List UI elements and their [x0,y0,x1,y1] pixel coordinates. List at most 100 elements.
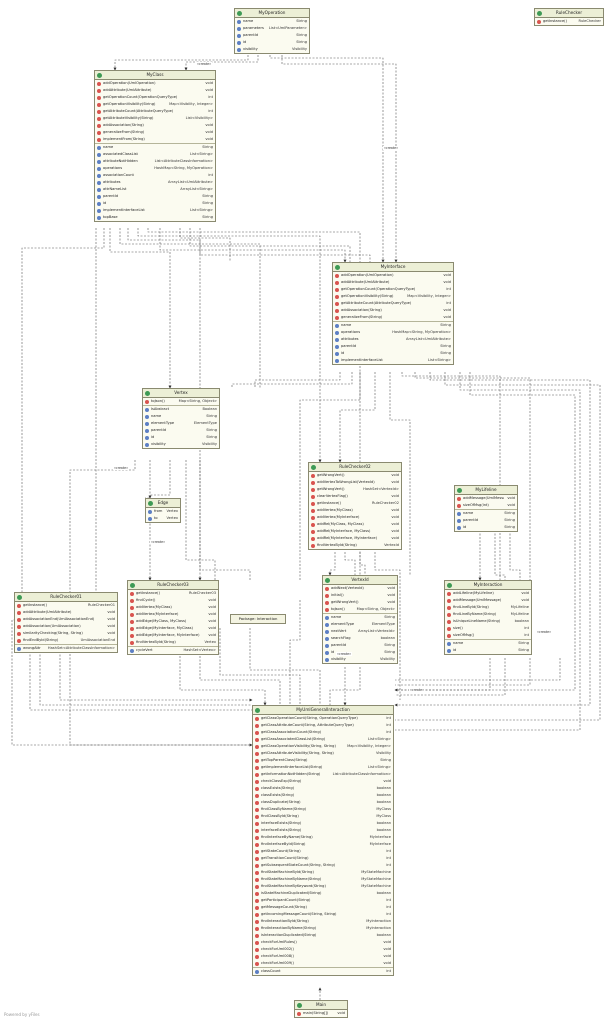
class-myinteraction[interactable]: MyInteraction addLifeline(MyLifeline)voi… [444,580,532,655]
method-row[interactable]: checkForUml009()void [253,960,393,967]
class-main[interactable]: Main main(String[])void [294,1000,348,1018]
method-row[interactable]: findStateMachineById(String)MyStateMachi… [253,869,393,876]
method-row[interactable]: generalizeFrom(String)void [95,129,215,136]
method-row[interactable]: getClassOperationVisibility(String, Stri… [253,743,393,750]
method-row[interactable]: checkForUml002()void [253,946,393,953]
method-row[interactable]: getInstance()RuleChecker [535,18,603,25]
method-row[interactable]: sizeOfMsg()int [445,632,531,639]
method-row[interactable]: findVertexById(String)Vertex [128,639,218,646]
method-row[interactable]: addVertex(MyClass)void [309,507,401,514]
method-row[interactable]: checkClassExp(String)void [253,778,393,785]
class-vertex[interactable]: Vertex toJson()Map<String, Object>IsAbst… [142,388,220,449]
method-row[interactable]: getInformationNotHidden(String)List<Attr… [253,771,393,778]
method-row[interactable]: addAssociation(String)void [333,307,453,314]
method-row[interactable]: getOperationCount(OperationQueryType)int [95,94,215,101]
method-row[interactable]: getClassAssociationCount(String)int [253,729,393,736]
method-row[interactable]: getTransitionCount(String)int [253,855,393,862]
method-row[interactable]: clearVertexFlag()void [309,493,401,500]
class-mylifeline[interactable]: MyLifeline addMessage(UmlMessage)voidsiz… [454,485,518,532]
method-row[interactable]: getInstance()RuleChecker02 [309,500,401,507]
method-row[interactable]: addVertexToWrongList(VertexId)void [309,479,401,486]
method-row[interactable]: addVertex(MyInterface)void [309,514,401,521]
method-row[interactable]: findInterfaceById(String)MyInterface [253,841,393,848]
method-row[interactable]: findClassById(String)MyClass [253,813,393,820]
method-row[interactable]: getWrongVert()void [323,599,397,606]
method-row[interactable]: addMessage(UmlMessage)void [445,597,531,604]
method-row[interactable]: addAssociationEnd(UmlAssociationEnd)void [15,616,117,623]
method-row[interactable]: implementFrom(String)void [95,136,215,143]
method-row[interactable]: getAttributeCount(AttributeQueryType)int [95,108,215,115]
method-row[interactable]: addAssociation(UmlAssociation)void [15,623,117,630]
method-row[interactable]: addVertex(MyInterface)void [128,611,218,618]
method-row[interactable]: toJson()Map<String, Object> [143,398,219,405]
method-row[interactable]: addLifeline(MyLifeline)void [445,590,531,597]
method-row[interactable]: classDuplicate(String)boolean [253,799,393,806]
class-rulechecker01[interactable]: RuleChecker01 getInstance()RuleChecker01… [14,592,118,653]
method-row[interactable]: getInstance()RuleChecker01 [15,602,117,609]
method-row[interactable]: addRel(MyInterface, MyClass)void [309,528,401,535]
class-mygeneralinteraction[interactable]: MyUmlGeneralInteraction getClassOperatio… [252,705,394,976]
method-row[interactable]: getIncomingMessageCount(String, String)i… [253,911,393,918]
class-rulechecker03[interactable]: RuleChecker03 getInstance()RuleChecker03… [127,580,219,655]
method-row[interactable]: getStateCount(String)int [253,848,393,855]
method-row[interactable]: interfaceExists(String)boolean [253,827,393,834]
method-row[interactable]: getAttributeVisibility(String)List<Visib… [95,115,215,122]
method-row[interactable]: addAttribute(UmlAttribute)void [15,609,117,616]
method-row[interactable]: addOperation(UmlOperation)void [333,272,453,279]
class-myinterface[interactable]: MyInterface addOperation(UmlOperation)vo… [332,262,454,365]
method-row[interactable]: classExists(String)boolean [253,792,393,799]
method-row[interactable]: addNext(VertexId)void [323,585,397,592]
method-row[interactable]: getMessageCount(String)int [253,904,393,911]
method-row[interactable]: findClassByName(String)MyClass [253,806,393,813]
method-row[interactable]: addAttribute(UmlAttribute)void [95,87,215,94]
method-row[interactable]: classExists(String)boolean [253,785,393,792]
method-row[interactable]: toJson()Map<String, Object> [323,606,397,613]
method-row[interactable]: addOperation(UmlOperation)void [95,80,215,87]
method-row[interactable]: isUniqueLineName(String)boolean [445,618,531,625]
method-row[interactable]: addEdge(MyClass, MyClass)void [128,618,218,625]
method-row[interactable]: getClassAssociatedClassList(String)List<… [253,736,393,743]
method-row[interactable]: findStateMachineByKeyword(String)MyState… [253,883,393,890]
method-row[interactable]: getWrongVert()void [309,472,401,479]
method-row[interactable]: size()int [445,625,531,632]
method-row[interactable]: getClassOperationCount(String, Operation… [253,715,393,722]
method-row[interactable]: findInteractionById(String)MyInteraction [253,918,393,925]
method-row[interactable]: checkForUmlRules()void [253,939,393,946]
method-row[interactable]: addVertex(MyClass)void [128,604,218,611]
method-row[interactable]: addRel(MyClass, MyClass)void [309,521,401,528]
method-row[interactable]: interfaceExists(String)boolean [253,820,393,827]
method-row[interactable]: main(String[])void [295,1010,347,1017]
method-row[interactable]: isInteractionDuplicated(String)boolean [253,932,393,939]
method-row[interactable]: getAttributeCount(AttributeQueryType)int [333,300,453,307]
method-row[interactable]: sizeOfMsg(int)void [455,502,517,509]
